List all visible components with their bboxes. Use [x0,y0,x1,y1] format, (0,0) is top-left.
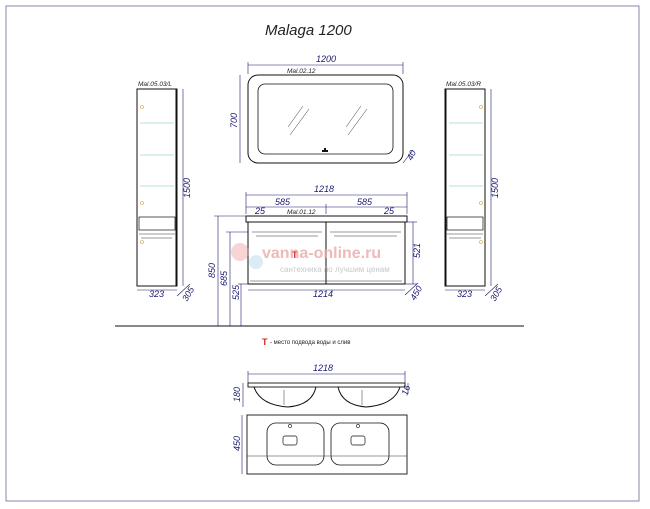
vanity-left-half-dim: 585 [275,197,291,207]
basin-rim-dim: 16 [399,384,412,397]
column-right-height-dim: 1500 [490,178,500,198]
mirror-glass [257,83,394,155]
legend-text: - место подвода воды и слив [270,340,350,346]
water-connection-marker: T [292,250,298,260]
vanity-total-dim: 1218 [314,184,334,194]
column-left-height-dim: 1500 [182,178,192,198]
mirror-depth-dim: 40 [405,149,418,162]
sheet-frame [5,5,640,502]
watermark: vanna-online.ru сантехника по лучшим цен… [231,243,390,274]
basin-depth-dim: 450 [232,436,242,451]
floor-bottom-dim: 525 [231,284,241,300]
legend-mark: T [262,337,268,347]
basin-top-view: 450 [232,414,408,475]
mirror-code: Mal.02.12 [287,68,316,75]
column-right-view: Mal.05.03/R 1500 323 305 [444,81,505,303]
column-left-width-dim: 323 [149,289,164,299]
legend: T - место подвода воды и слив [262,337,350,347]
floor-top-dim: 850 [207,263,217,278]
floor-mid-dim: 685 [219,270,229,286]
mirror-outer [247,74,404,164]
mirror-view: Mal.02.12 1200 700 40 [229,54,418,164]
vanity-right-half-dim: 585 [357,197,373,207]
vanity-view: 1218 585 585 25 25 Mal.01.12 T 850 685 5… [207,184,424,326]
watermark-brand: vanna-online.ru [262,245,381,262]
mirror-width-dim: 1200 [316,54,336,64]
vanity-bottom-width-dim: 1214 [313,289,333,299]
vanity-height-dim: 521 [412,243,422,258]
watermark-slogan: сантехника по лучшим ценам [280,265,390,274]
column-right-depth-dim: 305 [488,284,505,303]
column-right-code: Mal.05.03/R [446,81,481,88]
basin-profile-view: 1218 180 16 [232,363,412,408]
column-left-code: Mal.05.03/L [138,81,172,88]
mirror-height-dim: 700 [229,113,239,128]
column-left-view: Mal.05.03/L 1500 323 305 [136,81,197,303]
vanity-code: Mal.01.12 [287,209,316,216]
column-left-depth-dim: 305 [180,284,197,303]
vanity-gap-left-dim: 25 [254,206,266,216]
basin-width-dim: 1218 [313,363,333,373]
drawing-title: Malaga 1200 [265,22,352,39]
basin-height-dim: 180 [232,387,242,402]
vanity-gap-right-dim: 25 [383,206,395,216]
vanity-depth-dim: 450 [408,284,424,302]
column-right-width-dim: 323 [457,289,472,299]
